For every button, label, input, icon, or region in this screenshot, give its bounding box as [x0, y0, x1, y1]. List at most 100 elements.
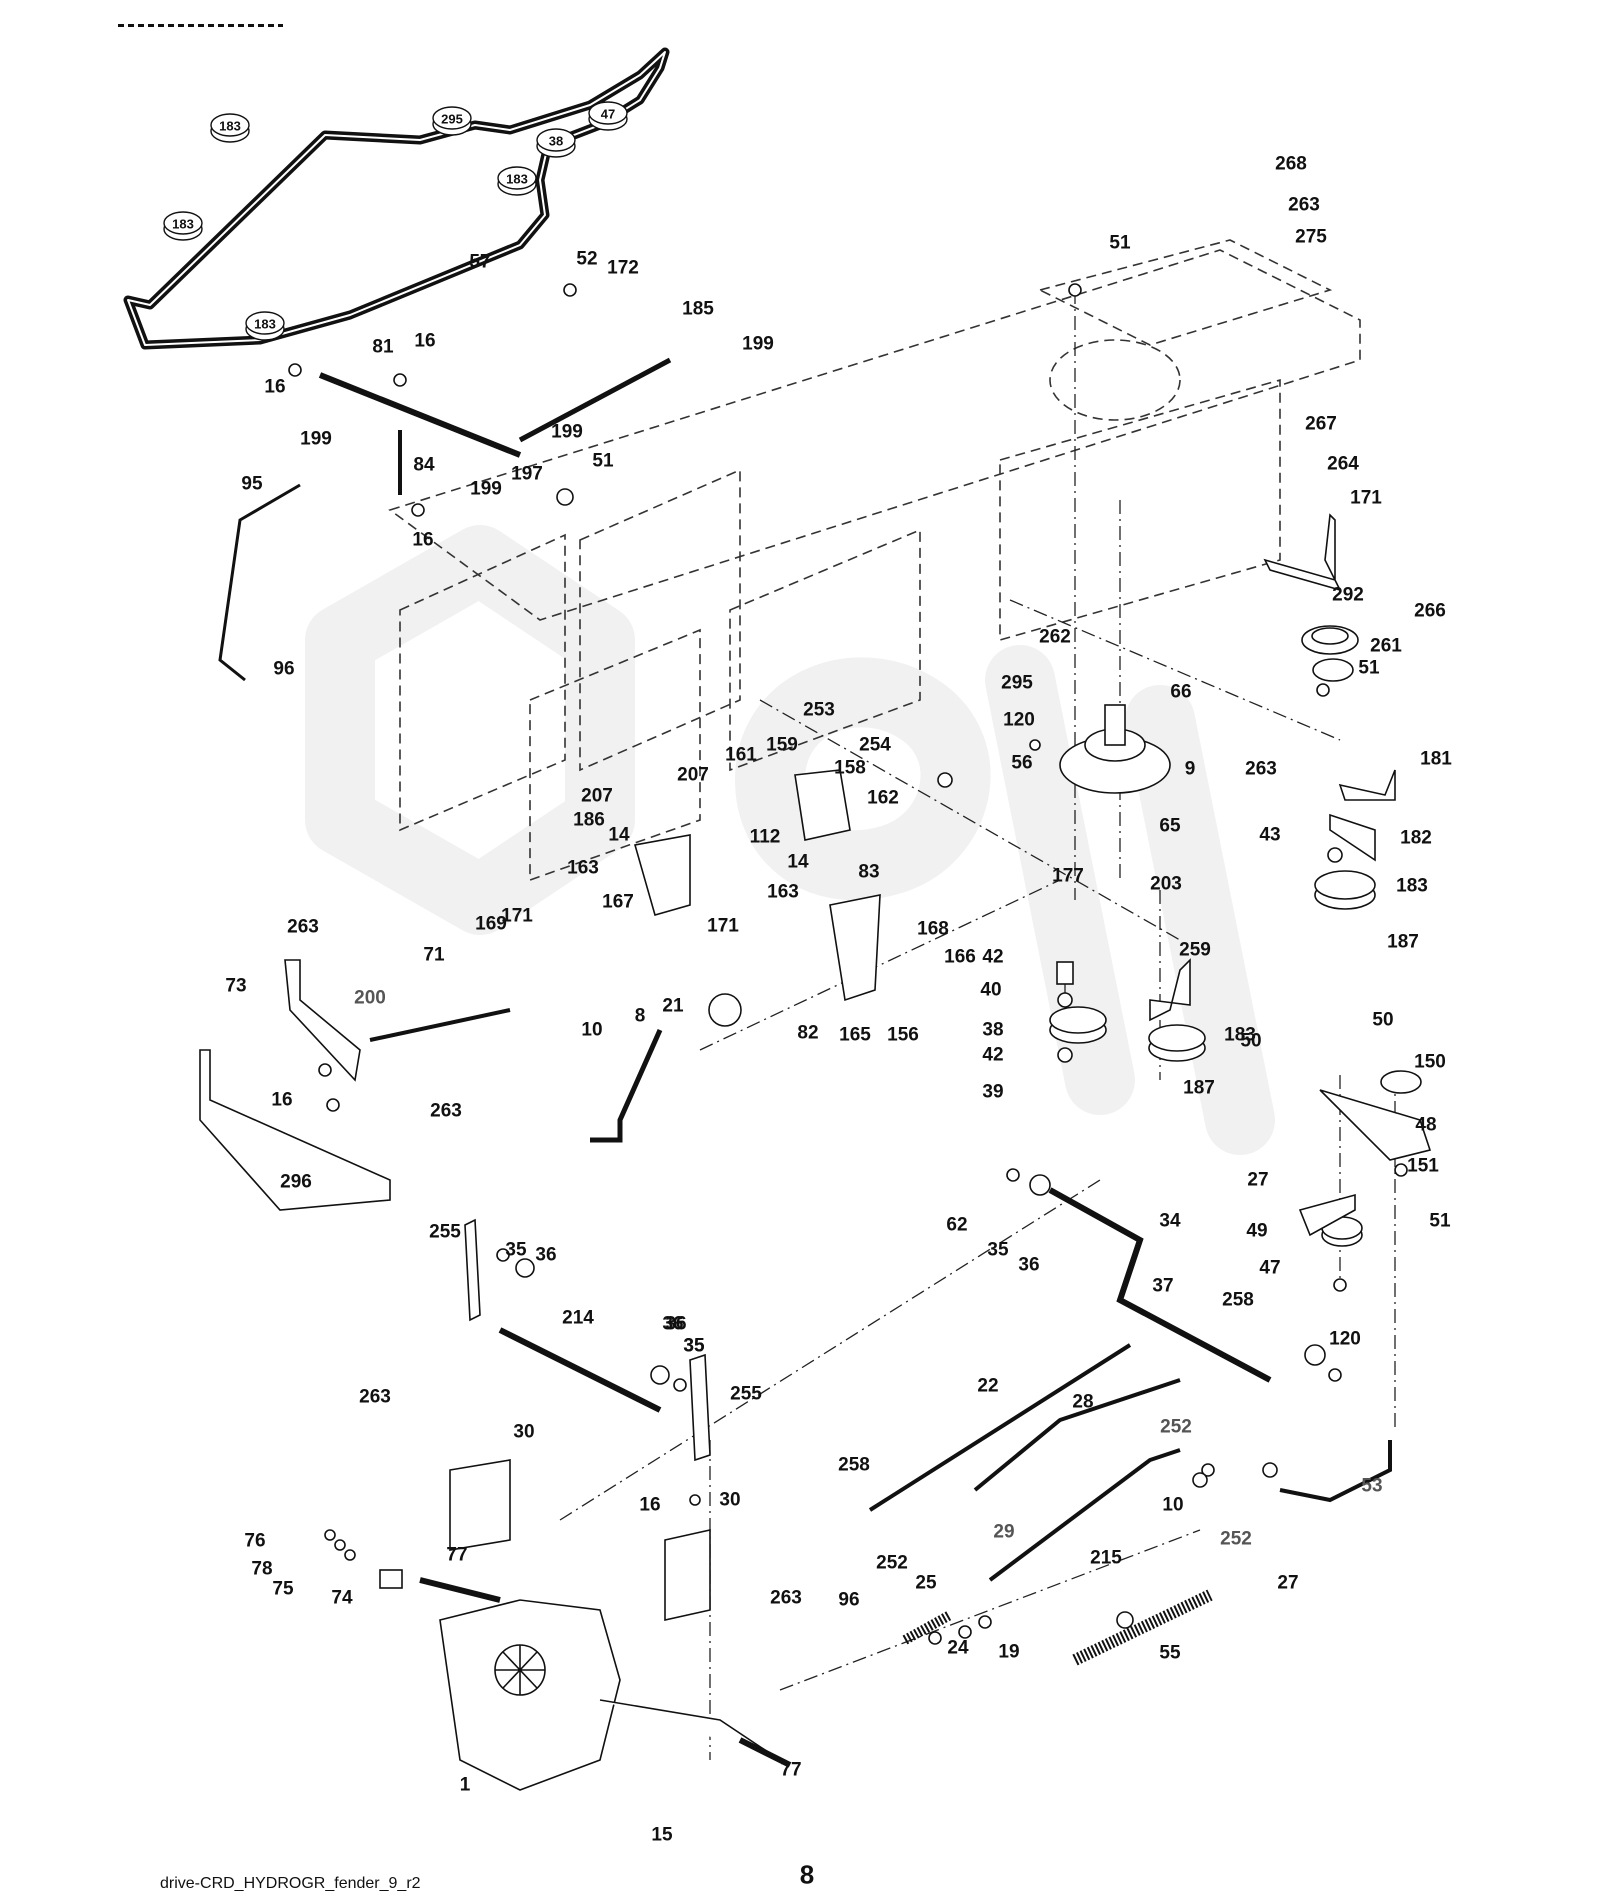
part-callout-81: 81	[372, 336, 394, 358]
bracket-30-right	[664, 1529, 711, 1621]
part-callout-252: 252	[1160, 1416, 1192, 1438]
part-callout-258: 258	[838, 1454, 870, 1476]
part-callout-16: 16	[414, 330, 436, 352]
part-callout-172: 172	[607, 257, 639, 279]
belt-pulley-badge: 295	[432, 106, 472, 136]
belt-pulley-badge: 47	[588, 101, 628, 131]
tractor-frame	[388, 239, 1361, 882]
part-callout-292: 292	[1332, 584, 1364, 606]
part-callout-183: 183	[1224, 1024, 1256, 1046]
part-callout-167: 167	[602, 891, 634, 913]
part-callout-62: 62	[946, 1214, 968, 1236]
part-callout-262: 262	[1039, 626, 1071, 648]
bracket-49	[1298, 1193, 1356, 1237]
pulley-183-center	[1148, 1024, 1206, 1062]
part-callout-27: 27	[1247, 1169, 1269, 1191]
pulley-183-right	[1314, 870, 1376, 910]
part-callout-27: 27	[1277, 1572, 1299, 1594]
part-callout-215: 215	[1090, 1547, 1122, 1569]
part-callout-151: 151	[1407, 1155, 1439, 1177]
part-callout-275: 275	[1295, 226, 1327, 248]
part-callout-40: 40	[980, 979, 1002, 1001]
part-callout-255: 255	[730, 1383, 762, 1405]
part-callout-65: 65	[1159, 815, 1181, 837]
part-callout-258: 258	[1222, 1289, 1254, 1311]
part-callout-96: 96	[273, 658, 295, 680]
part-callout-51: 51	[1358, 657, 1380, 679]
part-callout-296: 296	[280, 1171, 312, 1193]
part-callout-263: 263	[430, 1100, 462, 1122]
belt-pulley-badge: 183	[163, 211, 203, 241]
hardware	[288, 283, 1408, 1645]
part-callout-185: 185	[682, 298, 714, 320]
bracket-264	[1263, 513, 1342, 592]
part-callout-199: 199	[551, 421, 583, 443]
part-callout-186: 186	[573, 809, 605, 831]
part-callout-266: 266	[1414, 600, 1446, 622]
part-callout-76: 76	[244, 1530, 266, 1552]
idler-150	[1380, 1070, 1422, 1094]
part-callout-295: 295	[1001, 672, 1033, 694]
part-callout-95: 95	[241, 473, 263, 495]
part-callout-171: 171	[501, 905, 533, 927]
part-callout-16: 16	[264, 376, 286, 398]
part-callout-263: 263	[287, 916, 319, 938]
part-callout-253: 253	[803, 699, 835, 721]
part-callout-207: 207	[677, 764, 709, 786]
part-callout-10: 10	[581, 1019, 603, 1041]
part-callout-252: 252	[1220, 1528, 1252, 1550]
part-callout-36: 36	[662, 1313, 684, 1335]
part-callout-214: 214	[562, 1307, 594, 1329]
part-callout-36: 36	[535, 1244, 557, 1266]
part-callout-197: 197	[511, 463, 543, 485]
part-callout-163: 163	[567, 857, 599, 879]
belt-pulley-label: 183	[219, 119, 241, 134]
part-callout-163: 163	[767, 881, 799, 903]
belt-pulley-badge: 183	[245, 311, 285, 341]
part-callout-200: 200	[354, 987, 386, 1009]
shift-lever-8	[590, 1028, 663, 1143]
belt-pulley-label: 183	[254, 317, 276, 332]
bracket-30-left	[449, 1459, 511, 1551]
link-255-right	[689, 1353, 711, 1462]
part-callout-29: 29	[993, 1521, 1015, 1543]
shaft-81	[318, 372, 522, 458]
part-callout-75: 75	[272, 1578, 294, 1600]
part-callout-51: 51	[1109, 232, 1131, 254]
header-text-remnant	[118, 24, 283, 27]
part-callout-263: 263	[1245, 758, 1277, 780]
part-callout-35: 35	[505, 1239, 527, 1261]
part-callout-25: 25	[915, 1572, 937, 1594]
part-callout-9: 9	[1184, 758, 1196, 780]
part-callout-21: 21	[662, 995, 684, 1017]
rod-71	[369, 1008, 511, 1042]
part-callout-30: 30	[719, 1489, 741, 1511]
transaxle-1	[419, 1577, 792, 1791]
part-callout-73: 73	[225, 975, 247, 997]
belt-pulley-label: 47	[601, 107, 615, 122]
part-callout-50: 50	[1240, 1030, 1262, 1052]
part-callout-51: 51	[592, 450, 614, 472]
part-callout-55: 55	[1159, 1642, 1181, 1664]
part-callout-35: 35	[987, 1239, 1009, 1261]
part-callout-42: 42	[982, 1044, 1004, 1066]
rod-215	[988, 1448, 1181, 1582]
part-callout-261: 261	[1370, 635, 1402, 657]
part-callout-48: 48	[1415, 1114, 1437, 1136]
part-callout-120: 120	[1003, 709, 1035, 731]
part-callout-207: 207	[581, 785, 613, 807]
part-callout-14: 14	[787, 851, 809, 873]
part-callout-77: 77	[446, 1544, 468, 1566]
part-callout-19: 19	[998, 1641, 1020, 1663]
part-callout-8: 8	[634, 1005, 646, 1027]
part-callout-199: 199	[300, 428, 332, 450]
bracket-73	[284, 959, 361, 1082]
page-number: 8	[799, 1859, 815, 1890]
part-callout-39: 39	[982, 1081, 1004, 1103]
part-callout-83: 83	[858, 861, 880, 883]
part-callout-112: 112	[749, 826, 781, 848]
knob-21	[708, 993, 742, 1027]
part-callout-16: 16	[412, 529, 434, 551]
